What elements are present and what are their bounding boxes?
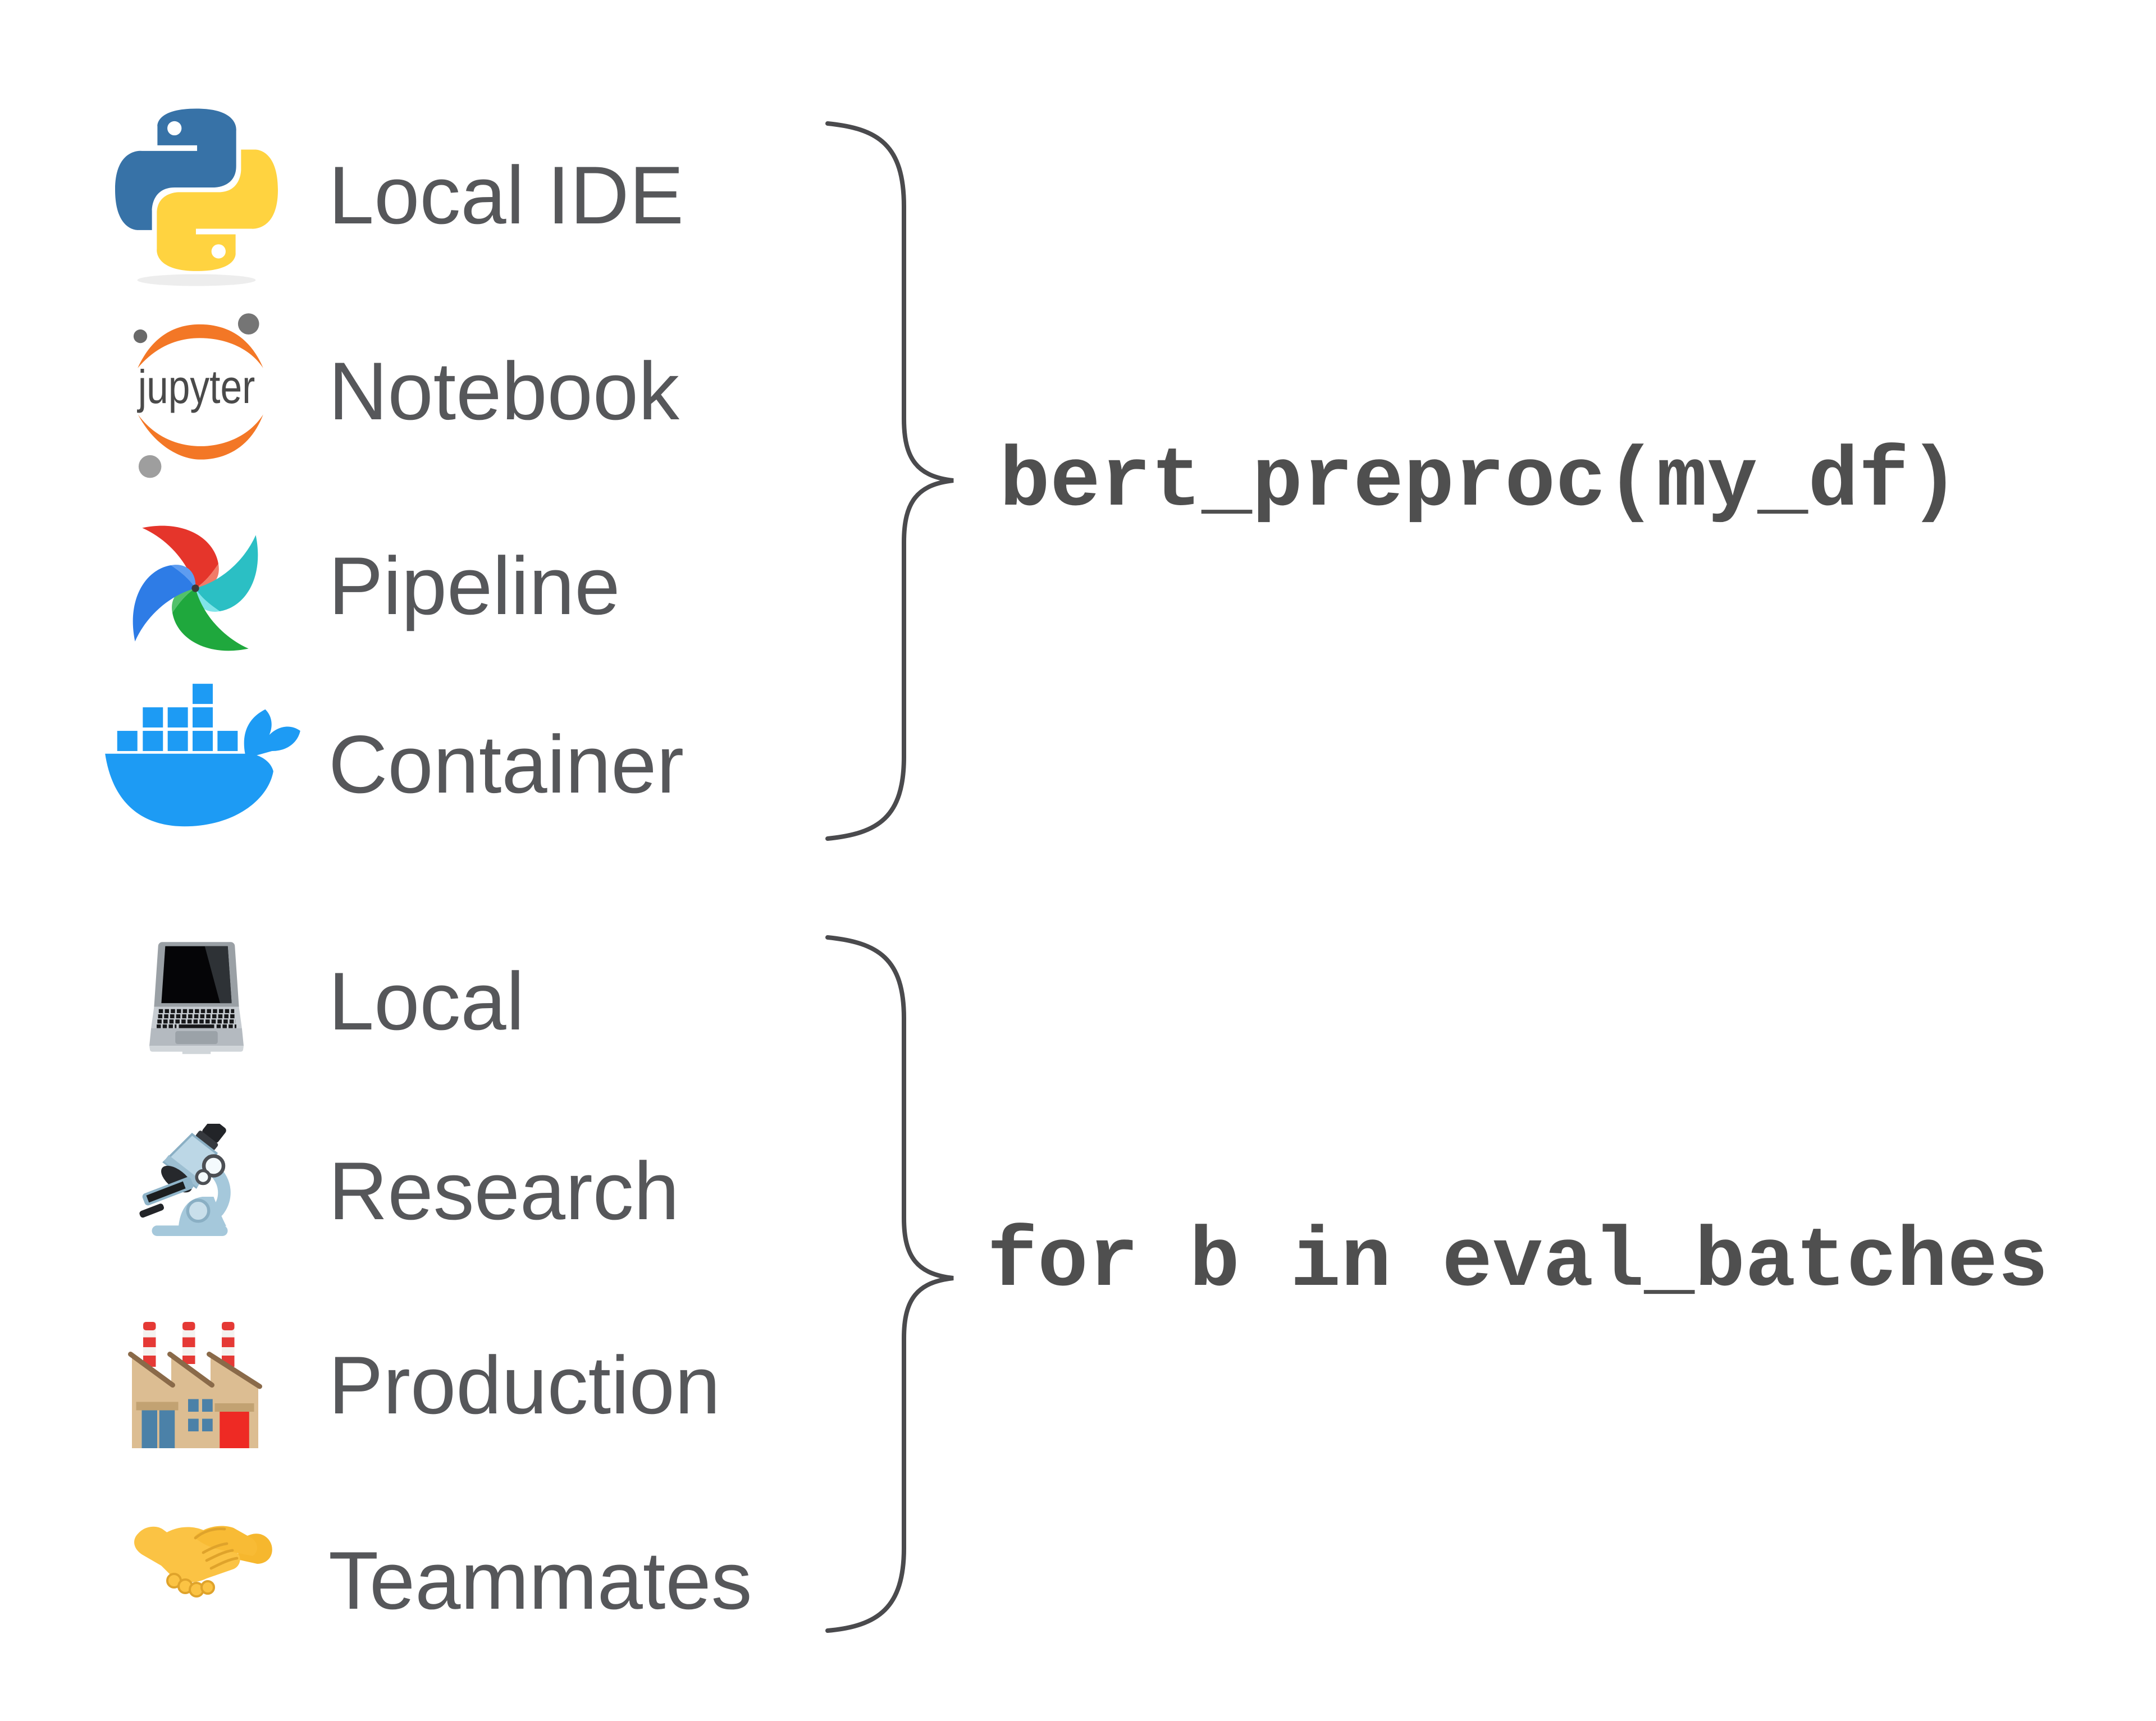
label-research: Research <box>328 1145 679 1237</box>
label-local-ide: Local IDE <box>328 149 684 241</box>
label-local: Local <box>328 955 525 1047</box>
label-notebook: Notebook <box>328 345 679 437</box>
label-pipeline: Pipeline <box>328 540 620 631</box>
top-group-brace <box>825 121 954 841</box>
label-container: Container <box>328 718 684 810</box>
microscope-icon <box>139 1124 231 1236</box>
python-icon <box>115 108 278 286</box>
jupyter-wordmark: jupyter <box>136 360 255 413</box>
airflow-pinwheel-icon <box>133 525 258 651</box>
label-teammates: Teammates <box>328 1535 752 1626</box>
bottom-group-brace <box>825 935 954 1633</box>
docker-whale-icon <box>105 684 300 827</box>
top-code-text: bert_preproc(my_df) <box>999 435 1960 530</box>
label-production: Production <box>328 1339 720 1431</box>
bottom-code-text: for b in eval_batches <box>987 1215 2049 1311</box>
handshake-icon <box>134 1526 272 1598</box>
jupyter-icon: jupyter <box>133 313 263 478</box>
factory-icon <box>128 1322 262 1448</box>
python-shadow <box>137 274 256 286</box>
laptop-icon <box>149 942 244 1054</box>
